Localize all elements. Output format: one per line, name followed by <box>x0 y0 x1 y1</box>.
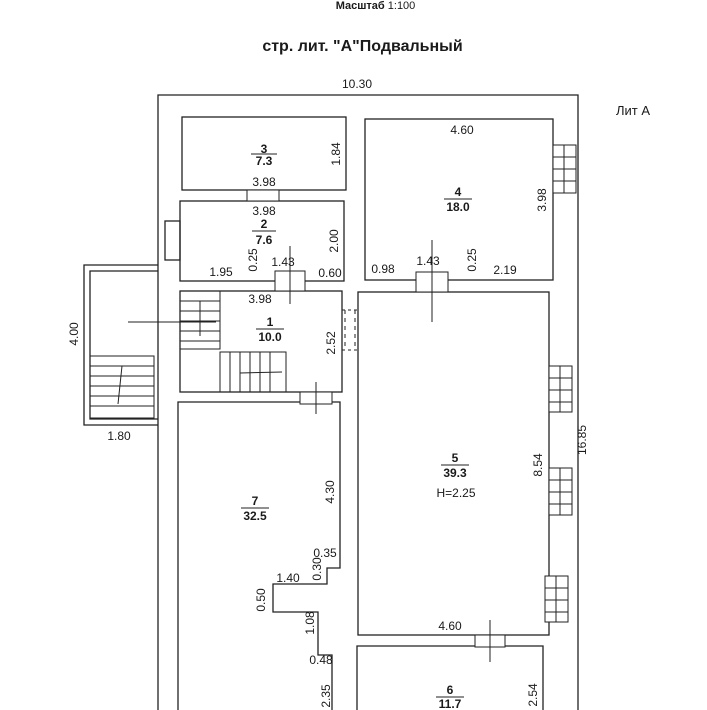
room-5-outline <box>357 291 550 636</box>
dim-r4-height: 3.98 <box>535 188 549 212</box>
dim-r1-height: 2.52 <box>324 331 338 355</box>
door-r3-r2 <box>246 189 280 202</box>
window-r4 <box>552 144 577 194</box>
room-3-number: 3 <box>261 142 268 156</box>
room-1-area: 10.0 <box>258 330 282 344</box>
room-5-number: 5 <box>452 451 459 465</box>
dim-r7-step6: 0.48 <box>309 653 333 667</box>
dim-r2-width: 3.98 <box>252 204 276 218</box>
room-4-outline <box>364 118 554 281</box>
annex-outline <box>83 264 158 426</box>
dim-r4-bottom-left: 0.98 <box>371 262 395 276</box>
dim-annex-width: 1.80 <box>107 429 131 443</box>
room-5-area: 39.3 <box>443 466 467 480</box>
dim-overall-width: 10.30 <box>342 77 372 91</box>
dim-r7-step3: 0.30 <box>310 557 324 581</box>
lit-label: Лит А <box>616 103 651 118</box>
room-7-area: 32.5 <box>243 509 267 523</box>
room-5-height: H=2.25 <box>436 486 475 500</box>
room-2-area: 7.6 <box>256 233 273 247</box>
room-4-number: 4 <box>455 185 462 199</box>
dim-r7-step7: 2.35 <box>319 684 333 708</box>
dim-r3-height: 1.84 <box>329 142 343 166</box>
stairs-room-1-top <box>179 290 221 350</box>
room-6-number: 6 <box>447 683 454 697</box>
room-1-number: 1 <box>267 315 274 329</box>
room-7-number: 7 <box>252 494 259 508</box>
window-r5-top <box>548 365 573 413</box>
dim-r3-width: 3.98 <box>252 175 276 189</box>
room-4-area: 18.0 <box>446 200 470 214</box>
dim-r5-width: 4.60 <box>438 619 462 633</box>
door-r4-r5 <box>415 240 449 322</box>
dim-r7-step4: 0.50 <box>254 588 268 612</box>
plan-title: стр. лит. "А"Подвальный <box>262 38 463 55</box>
dim-r7-height: 4.30 <box>323 480 337 504</box>
door-r5-r6 <box>474 620 506 662</box>
door-r2-r1 <box>274 246 306 304</box>
opening-r1-r5 <box>342 309 358 351</box>
dim-r7-step2: 1.40 <box>276 571 300 585</box>
dim-r2-height: 2.00 <box>327 229 341 253</box>
dim-r2-bottom-left: 1.95 <box>209 265 233 279</box>
dim-r4-width: 4.60 <box>450 123 474 137</box>
dim-r2-bottom-right: 0.60 <box>318 266 342 280</box>
dim-overall-height: 16.85 <box>575 425 589 455</box>
dim-r6-height: 2.54 <box>526 683 540 707</box>
room-2-niche <box>164 220 181 261</box>
dim-annex-height: 4.00 <box>67 322 81 346</box>
stairs-annex <box>89 321 216 419</box>
dim-r1-width: 3.98 <box>248 292 272 306</box>
dim-r7-step1: 0.35 <box>313 546 337 560</box>
dim-r4-bottom-right: 2.19 <box>493 263 517 277</box>
door-r1-r7 <box>299 382 333 414</box>
window-r5-mid <box>548 467 573 516</box>
dim-r4-door-width: 1.43 <box>416 254 440 268</box>
room-2-number: 2 <box>261 217 268 231</box>
window-r5-bottom <box>544 575 569 623</box>
scale-value: 1:100 <box>387 0 416 12</box>
dim-r7-step5: 1.08 <box>303 611 317 635</box>
outer-wall <box>157 94 579 710</box>
annex-inner <box>89 270 158 420</box>
room-6-area: 11.7 <box>439 697 462 710</box>
room-6-outline <box>356 645 544 710</box>
dim-r2-door-offset: 0.25 <box>246 248 260 272</box>
room-3-area: 7.3 <box>256 154 273 168</box>
dim-r5-height: 8.54 <box>531 453 545 477</box>
scale-caption: Масштаб 1:100 <box>0 0 707 12</box>
scale-label: Масштаб <box>335 0 385 12</box>
dim-r4-door-offset: 0.25 <box>465 248 479 272</box>
stairs-room-1-bottom <box>219 351 287 393</box>
dim-r2-door-width: 1.43 <box>271 255 295 269</box>
